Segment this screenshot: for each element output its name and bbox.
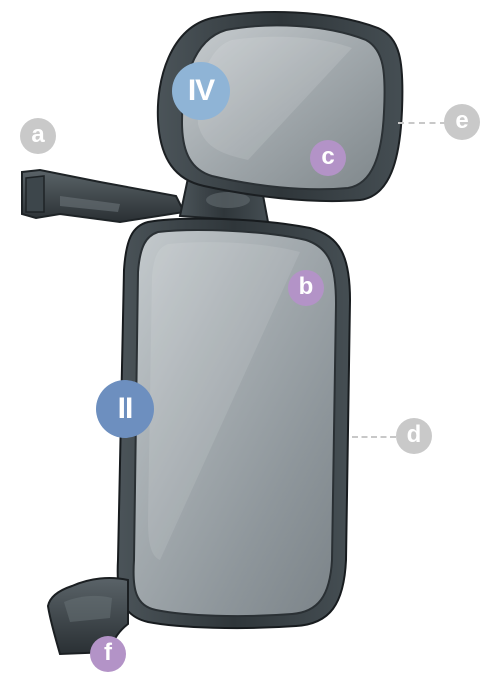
label-e-badge: e: [444, 104, 480, 140]
leader-line-d: [352, 436, 396, 438]
label-f-badge: f: [90, 636, 126, 672]
label-iv-badge: IV: [172, 62, 230, 120]
label-a-badge: a: [20, 118, 56, 154]
label-b-badge: b: [288, 270, 324, 306]
label-ii-badge: II: [96, 380, 154, 438]
label-d-badge: d: [396, 418, 432, 454]
label-c-badge: c: [310, 140, 346, 176]
leader-line-e: [398, 122, 446, 124]
mounting-arm: [22, 170, 184, 222]
